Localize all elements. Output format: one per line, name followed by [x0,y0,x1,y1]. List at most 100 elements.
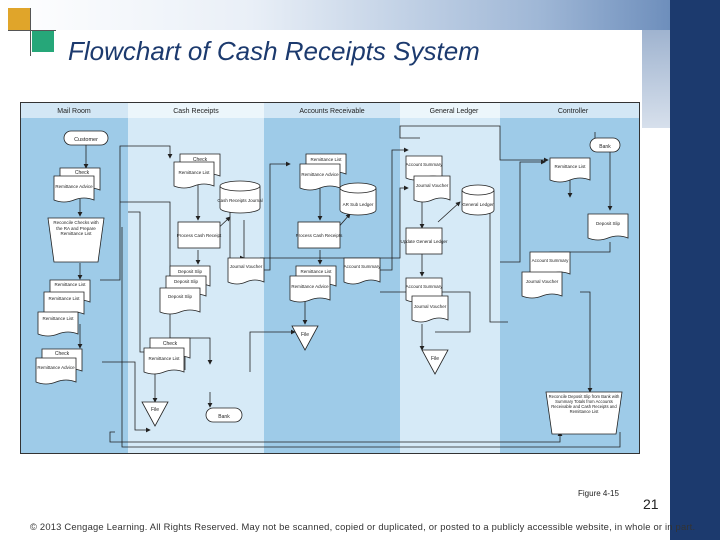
label-cr-remit-list: Remittance List [178,170,210,175]
document-remit-list-3 [37,311,79,337]
page-number: 21 [643,496,659,512]
label-cr-check: Check [193,157,208,163]
label-gl-account-summary: Account Summary [406,162,444,167]
document-ar-remit-advice [299,163,341,191]
flow-line [260,185,409,259]
lane-header-accounts-receivable: Accounts Receivable [299,108,364,115]
label-ar-subledger: AR Sub Ledger [343,202,374,207]
slide-title: Flowchart of Cash Receipts System [68,36,480,66]
label-ar-process: Process Cash Receipts [296,233,344,238]
label-ar-remit-list: Remittance List [310,157,342,162]
flow-line [249,329,296,372]
document-remit-advice-2 [35,357,77,385]
figure-caption: Figure 4-15 [578,489,619,498]
orange-square-icon [8,8,30,30]
lane-header-strip [20,102,640,118]
label-gl-journal-voucher-2: Journal Voucher [414,304,447,309]
label-cr-file: File [151,407,159,413]
label-reconcile-checks: Reconcile Checks with the RA and Prepare… [53,220,99,237]
flow-line [102,361,151,433]
lane-header-controller: Controller [558,108,589,115]
document-gl-journal-voucher-2 [411,295,449,323]
file-cr [141,401,169,427]
terminal-cr-bank [205,407,243,423]
label-remit-advice-2: Remittance Advice [37,365,75,370]
flow-line [399,125,549,163]
label-cr-journal: Cash Receipts Journal [217,198,262,203]
lane-header-general-ledger: General Ledger [430,108,479,115]
label-ct-deposit-slip: Deposit Slip [596,221,621,226]
manual-op-ct-reconcile [545,391,623,435]
label-remit-list-2: Remittance List [48,296,80,301]
process-gl-update [405,227,443,255]
label-ct-account-summary: Account Summary [532,258,570,263]
copyright-footer: © 2013 Cengage Learning. All Rights Rese… [30,521,696,532]
file-gl [421,349,449,375]
sidebar-light-panel [642,30,670,128]
document-cr-remit-list [173,161,215,189]
flow-line [121,227,621,448]
document-gl-journal-voucher [413,175,451,203]
label-gl-general-ledger: General Ledger [462,202,494,207]
document-ct-journal-voucher [521,271,563,299]
disk-cr-journal [219,180,261,214]
top-gradient-bar [0,0,720,30]
manual-op-reconcile [47,217,105,263]
label-gl-file: File [431,356,439,362]
label-cr-process: Process Cash Receipt [177,233,222,238]
label-cr-check-2: Check [163,341,178,347]
label-ar-account-summary: Account Summary [344,264,382,269]
label-cr-remit-list-2: Remittance List [148,356,180,361]
decor-vline [30,8,31,56]
flow-line [437,201,461,223]
label-gl-account-summary-2: Account Summary [406,284,444,289]
label-ct-reconcile: Reconcile Deposit Slip from Bank with Su… [548,394,620,414]
decor-line [8,30,56,31]
document-ct-deposit-slip [587,213,629,241]
document-cr-journal-voucher [227,257,265,285]
green-square-icon [32,30,54,52]
flow-line [100,145,173,281]
label-cr-deposit-slip-a: Deposit Slip [178,269,203,274]
lane-mail-room-bg [20,102,128,454]
disk-ar-subledger [339,182,377,216]
label-gl-update: Update General Ledger [400,239,448,244]
label-ct-journal-voucher: Journal Voucher [526,279,559,284]
terminal-customer [63,130,109,146]
label-ar-remit-advice-2: Remittance Advice [291,284,329,289]
disk-gl-general-ledger [461,184,495,216]
flow-line [580,291,593,393]
label-customer: Customer [74,137,98,143]
file-ar [291,325,319,351]
flow-line [500,159,546,263]
cash-receipts-flowchart: Mail Room Cash Receipts Accounts Receiva… [20,102,640,454]
flow-line [109,431,563,443]
document-ar-remit-advice-2 [289,275,331,303]
label-ct-remit-list: Remittance List [554,164,586,169]
label-cr-journal-voucher: Journal Voucher [230,264,263,269]
label-remit-list-1: Remittance List [54,282,86,287]
document-remit-advice-1 [53,175,95,203]
label-remit-advice-1: Remittance Advice [55,184,93,189]
right-sidebar-band [670,0,720,540]
label-ar-remit-advice: Remittance Advice [301,172,339,177]
label-cr-deposit-slip-b: Deposit Slip [174,279,199,284]
terminal-ct-bank [589,137,621,153]
label-ar-file: File [301,332,309,338]
label-gl-journal-voucher: Journal Voucher [416,183,449,188]
document-cr-remit-list-2 [143,347,185,375]
document-ar-account-summary [343,257,381,285]
label-ar-remit-list-2: Remittance List [300,269,332,274]
label-ct-bank: Bank [599,144,611,150]
lane-header-mail-room: Mail Room [57,108,91,115]
label-cr-bank: Bank [218,414,230,420]
document-cr-deposit-slip-c [159,287,201,315]
label-check-1: Check [75,170,90,176]
lane-header-cash-receipts: Cash Receipts [173,108,219,115]
diagram-border [20,102,640,454]
label-cr-deposit-slip-c: Deposit Slip [168,294,193,299]
process-cr [177,221,221,249]
flow-line [380,147,409,271]
label-remit-list-3: Remittance List [42,316,74,321]
label-check-2: Check [55,351,70,357]
